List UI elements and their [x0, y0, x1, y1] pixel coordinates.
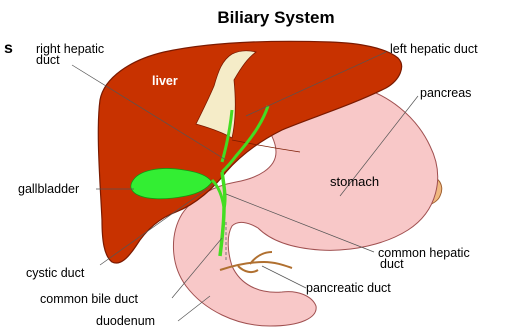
label-common-hepatic-duct-line2: duct	[380, 259, 404, 270]
label-duodenum: duodenum	[96, 316, 155, 327]
label-stomach: stomach	[330, 176, 379, 187]
label-pancreatic-duct: pancreatic duct	[306, 283, 391, 294]
label-gallbladder: gallbladder	[18, 184, 79, 195]
label-right-hepatic-duct-line2: duct	[36, 55, 60, 66]
label-left-hepatic-duct: left hepatic duct	[390, 44, 478, 55]
diagram-title: Biliary System	[0, 8, 516, 28]
label-pancreas: pancreas	[420, 88, 471, 99]
edge-fragment: s	[4, 40, 13, 58]
label-common-bile-duct: common bile duct	[40, 294, 138, 305]
label-cystic-duct: cystic duct	[26, 268, 84, 279]
leader-pancreatic-duct	[262, 266, 306, 288]
leader-duodenum	[178, 296, 210, 321]
label-liver: liver	[152, 76, 178, 87]
